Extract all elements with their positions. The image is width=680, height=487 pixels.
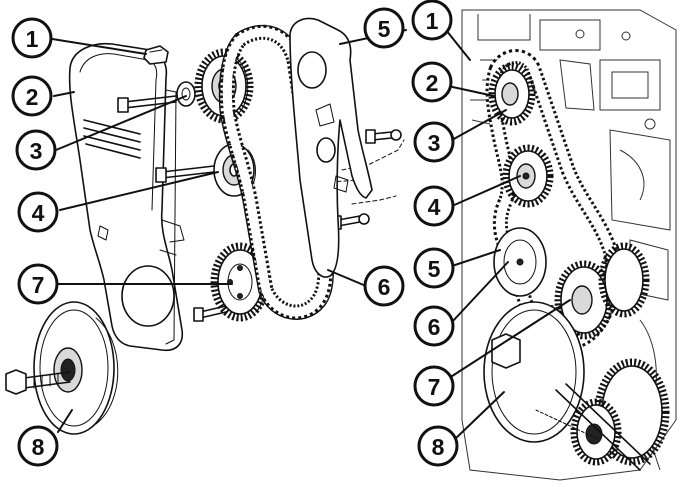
callout-4-right: 4 [413, 185, 455, 227]
callout-8-right: 8 [417, 425, 459, 467]
callout-6-right: 6 [413, 305, 455, 347]
callout-label: 8 [32, 434, 45, 460]
callout-label: 2 [426, 70, 439, 96]
engine-crankshaft-pulley [483, 301, 670, 471]
callout-1-right: 1 [411, 0, 453, 41]
callout-7-right: 7 [413, 365, 455, 407]
callout-label: 4 [428, 194, 441, 220]
assembled-engine-view [461, 9, 677, 481]
callout-label: 6 [378, 274, 391, 300]
callout-2-right: 2 [411, 61, 453, 103]
callout-3-left: 3 [15, 129, 57, 171]
callout-label: 8 [432, 434, 445, 460]
engine-aux-pulleys [493, 227, 650, 356]
callout-5-left: 5 [363, 7, 405, 49]
callout-label: 4 [32, 200, 45, 226]
engine-camshaft-sprocket [488, 62, 536, 126]
callout-label: 6 [428, 314, 441, 340]
timing-cover [68, 42, 185, 352]
callout-label: 3 [30, 138, 43, 164]
callout-label: 3 [428, 130, 441, 156]
exploded-view [5, 17, 405, 435]
callout-label: 2 [26, 84, 39, 110]
callout-2-left: 2 [11, 75, 53, 117]
callout-label: 7 [428, 374, 441, 400]
callout-label: 1 [26, 26, 39, 52]
leader-lines [45, 29, 571, 441]
washer [176, 81, 196, 107]
callout-1-left: 1 [11, 17, 53, 59]
rear-plate [289, 17, 373, 278]
callout-label: 5 [428, 256, 441, 282]
callout-7-left: 7 [17, 263, 59, 305]
cover-clip [143, 45, 169, 65]
callout-5-right: 5 [413, 247, 455, 289]
callout-3-right: 3 [413, 121, 455, 163]
callout-label: 7 [32, 272, 45, 298]
callout-6-left: 6 [363, 265, 405, 307]
callout-label: 5 [378, 16, 391, 42]
crankshaft-pulley [5, 301, 119, 435]
callout-label: 1 [426, 8, 439, 34]
engine-tensioner [502, 144, 554, 208]
callout-4-left: 4 [17, 191, 59, 233]
callout-8-left: 8 [17, 425, 59, 467]
